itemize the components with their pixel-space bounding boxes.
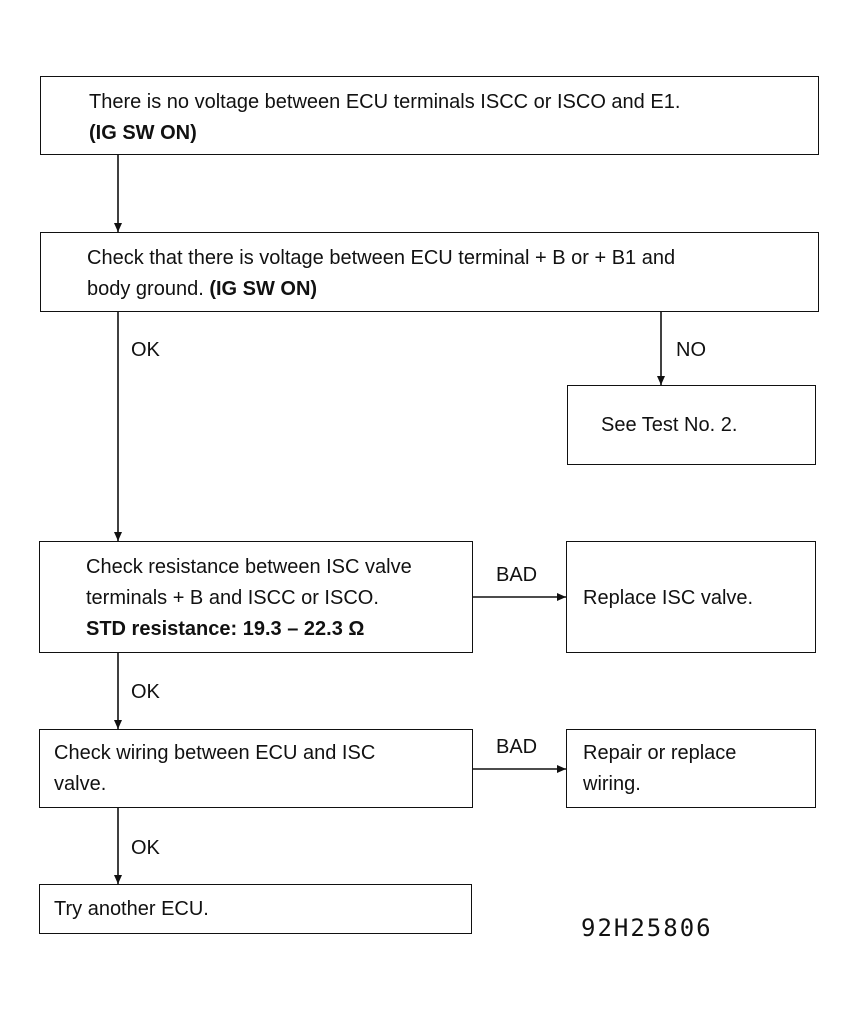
step-text-line2: valve. <box>54 773 107 795</box>
step-no-voltage-box: There is no voltage between ECU terminal… <box>40 76 819 155</box>
step-check-wiring-box: Check wiring between ECU and ISC valve. <box>39 729 473 808</box>
step-check-resistance-box: Check resistance between ISC valve termi… <box>39 541 473 653</box>
step-text-line2: terminals + B and ISCC or ISCO. <box>86 587 379 609</box>
label-bad: BAD <box>496 736 538 758</box>
step-text-line2: wiring. <box>583 773 641 795</box>
label-no: NO <box>676 339 706 361</box>
step-text-line2: body ground. (IG SW ON) <box>87 274 818 305</box>
step-see-test-box: See Test No. 2. <box>567 385 816 465</box>
step-check-voltage-box: Check that there is voltage between ECU … <box>40 232 819 312</box>
step-text: There is no voltage between ECU terminal… <box>89 91 681 113</box>
step-replace-valve-box: Replace ISC valve. <box>566 541 816 653</box>
std-resistance: STD resistance: 19.3 – 22.3 Ω <box>86 618 365 640</box>
step-text: Replace ISC valve. <box>583 587 754 609</box>
step-text: Check wiring between ECU and ISC <box>54 742 376 764</box>
step-text: Check resistance between ISC valve <box>86 556 412 578</box>
label-ok: OK <box>131 837 160 859</box>
step-repair-wiring-box: Repair or replace wiring. <box>566 729 816 808</box>
step-text: Try another ECU. <box>54 898 209 920</box>
step-text: body ground. <box>87 278 210 300</box>
step-condition: (IG SW ON) <box>89 122 197 144</box>
label-ok: OK <box>131 339 160 361</box>
step-condition: (IG SW ON) <box>209 278 318 300</box>
figure-code: 92H25806 <box>581 914 713 942</box>
step-try-ecu-box: Try another ECU. <box>39 884 472 934</box>
step-text: See Test No. 2. <box>601 414 738 436</box>
label-ok: OK <box>131 681 160 703</box>
label-bad: BAD <box>496 564 538 586</box>
step-text: Check that there is voltage between ECU … <box>87 247 676 269</box>
step-text: Repair or replace <box>583 742 737 764</box>
